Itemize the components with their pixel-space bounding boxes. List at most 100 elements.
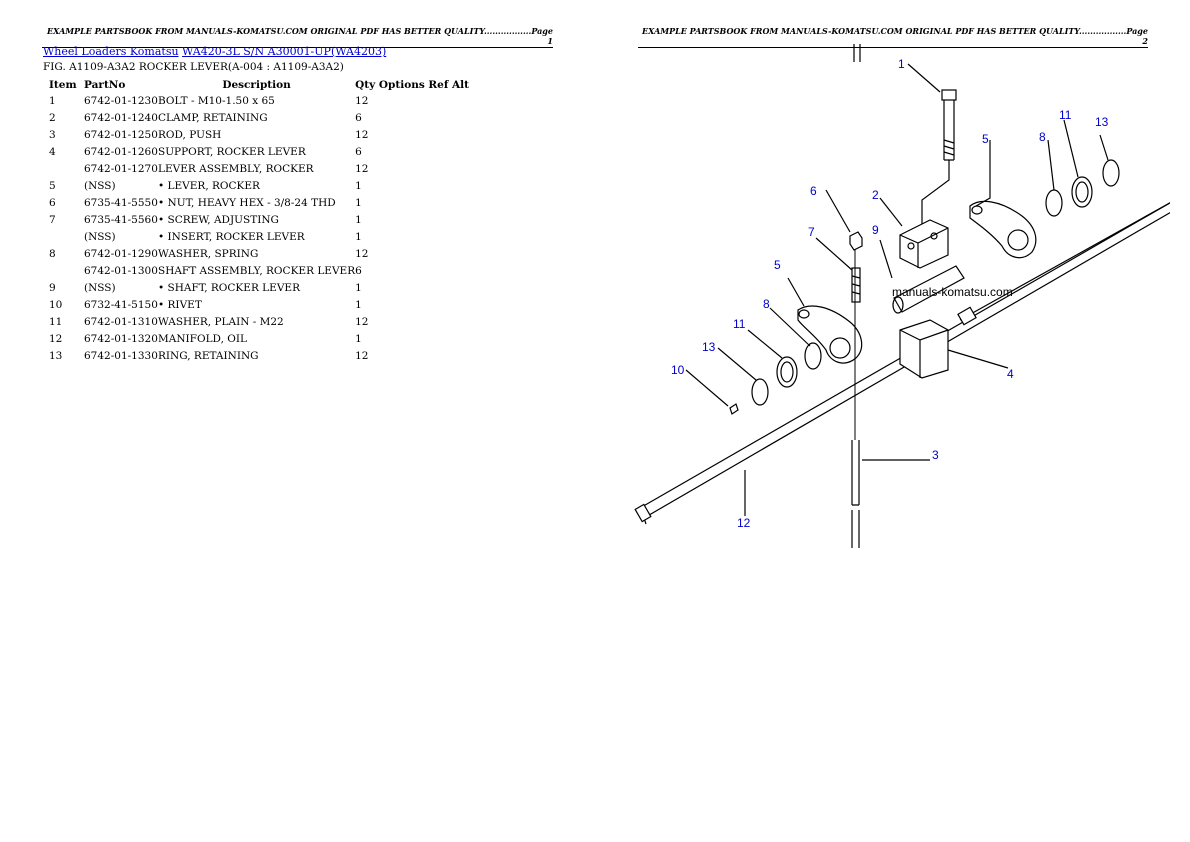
cell-qty: 6 xyxy=(355,145,362,158)
nut-part xyxy=(849,231,863,251)
rivet-part xyxy=(729,403,739,415)
cell-qty: 12 xyxy=(355,247,369,260)
cell-item xyxy=(43,160,84,177)
cell-qty: 1 xyxy=(355,196,362,209)
callout-5-upper: 5 xyxy=(982,132,989,146)
column-header-qty-options: Qty Options Ref Alt xyxy=(355,78,469,91)
rocker-shaft xyxy=(892,265,965,314)
callout-6: 6 xyxy=(810,184,817,198)
cell-item xyxy=(43,228,84,245)
table-header-row: Item PartNo Description Qty Options Ref … xyxy=(43,77,469,92)
cell-item: 13 xyxy=(49,349,63,362)
cell-description: • SHAFT, ROCKER LEVER xyxy=(158,281,300,294)
spring-washer-upper xyxy=(1045,189,1063,217)
cell-qty: 1 xyxy=(355,230,362,243)
callout-4: 4 xyxy=(1007,367,1014,381)
column-header-item: Item xyxy=(49,78,77,91)
cell-description: CLAMP, RETAINING xyxy=(158,111,268,124)
cell-description: WASHER, PLAIN - M22 xyxy=(158,315,284,328)
cell-partno: 6742-01-1310 xyxy=(84,315,158,328)
cell-item: 12 xyxy=(49,332,63,345)
cell-description: • RIVET xyxy=(158,298,202,311)
cell-qty: 12 xyxy=(355,94,369,107)
cell-qty: 12 xyxy=(355,349,369,362)
cell-qty: 1 xyxy=(355,332,362,345)
exploded-parts-diagram: manuals-komatsu.com 1 2 3 4 5 5 6 7 8 8 … xyxy=(634,44,1170,548)
cell-partno: 6742-01-1260 xyxy=(84,145,158,158)
cell-qty: 12 xyxy=(355,128,369,141)
cell-description: RING, RETAINING xyxy=(158,349,259,362)
cell-partno: (NSS) xyxy=(84,230,116,243)
parts-table: Item PartNo Description Qty Options Ref … xyxy=(43,77,469,364)
callout-10: 10 xyxy=(671,363,685,377)
cell-description: MANIFOLD, OIL xyxy=(158,332,247,345)
cell-description: ROD, PUSH xyxy=(158,128,222,141)
cell-partno: 6732-41-5150 xyxy=(84,298,158,311)
figure-title: FIG. A1109-A3A2 ROCKER LEVER(A-004 : A11… xyxy=(43,61,344,73)
cell-item: 1 xyxy=(49,94,56,107)
callout-12: 12 xyxy=(737,516,751,530)
cell-qty: 12 xyxy=(355,315,369,328)
retaining-ring-upper xyxy=(1102,159,1120,187)
column-header-description: Description xyxy=(222,78,291,91)
watermark-text: manuals-komatsu.com xyxy=(892,285,1013,299)
lower-rocker-lever xyxy=(797,305,863,364)
plain-washer-lower xyxy=(776,356,798,388)
column-header-partno: PartNo xyxy=(84,78,126,91)
spring-washer-lower xyxy=(804,342,822,370)
cell-partno: 6742-01-1330 xyxy=(84,349,158,362)
breadcrumb-link-model[interactable]: WA420-3L S/N A30001-UP(WA4203) xyxy=(182,45,387,58)
callout-13-upper: 13 xyxy=(1095,115,1109,129)
push-rod xyxy=(851,250,860,548)
callout-8-lower: 8 xyxy=(763,297,770,311)
cell-partno: 6742-01-1230 xyxy=(84,94,158,107)
cell-partno: (NSS) xyxy=(84,179,116,192)
cell-item: 9 xyxy=(49,281,56,294)
cell-item: 2 xyxy=(49,111,56,124)
callout-3: 3 xyxy=(932,448,939,462)
cell-item: 11 xyxy=(49,315,63,328)
cell-qty: 6 xyxy=(355,264,362,277)
callout-9: 9 xyxy=(872,223,879,237)
cell-item: 3 xyxy=(49,128,56,141)
table-row: 6 6735-41-5550• NUT, HEAVY HEX - 3/8-24 T… xyxy=(43,194,469,211)
upper-rocker-lever xyxy=(969,200,1037,259)
cell-partno: 6742-01-1300 xyxy=(84,264,158,277)
cell-partno: 6742-01-1270 xyxy=(84,162,158,175)
breadcrumb-link-wheel-loaders[interactable]: Wheel Loaders Komatsu xyxy=(43,45,179,58)
page-header-left: EXAMPLE PARTSBOOK FROM MANUALS-KOMATSU.C… xyxy=(42,26,553,48)
callout-5-lower: 5 xyxy=(774,258,781,272)
cell-partno: 6735-41-5550 xyxy=(84,196,158,209)
cell-description: SHAFT ASSEMBLY, ROCKER LEVER xyxy=(158,264,356,277)
cell-item: 8 xyxy=(49,247,56,260)
cell-item: 7 xyxy=(49,213,56,226)
cell-description: BOLT - M10-1.50 x 65 xyxy=(158,94,275,107)
support-part xyxy=(899,319,949,379)
cell-description: WASHER, SPRING xyxy=(158,247,259,260)
cell-partno: 6742-01-1320 xyxy=(84,332,158,345)
cell-item: 5 xyxy=(49,179,56,192)
cell-description: • NUT, HEAVY HEX - 3/8-24 THD xyxy=(158,196,336,209)
cell-item xyxy=(43,262,84,279)
cell-item: 6 xyxy=(49,196,56,209)
callout-13-lower: 13 xyxy=(702,340,716,354)
cell-description: SUPPORT, ROCKER LEVER xyxy=(158,145,306,158)
callout-11-upper: 11 xyxy=(1059,108,1072,122)
cell-partno: 6742-01-1290 xyxy=(84,247,158,260)
retaining-ring-lower xyxy=(751,378,769,406)
callout-8-upper: 8 xyxy=(1039,130,1046,144)
cell-qty: 1 xyxy=(355,281,362,294)
bolt-part xyxy=(941,89,957,161)
cell-partno: 6742-01-1250 xyxy=(84,128,158,141)
